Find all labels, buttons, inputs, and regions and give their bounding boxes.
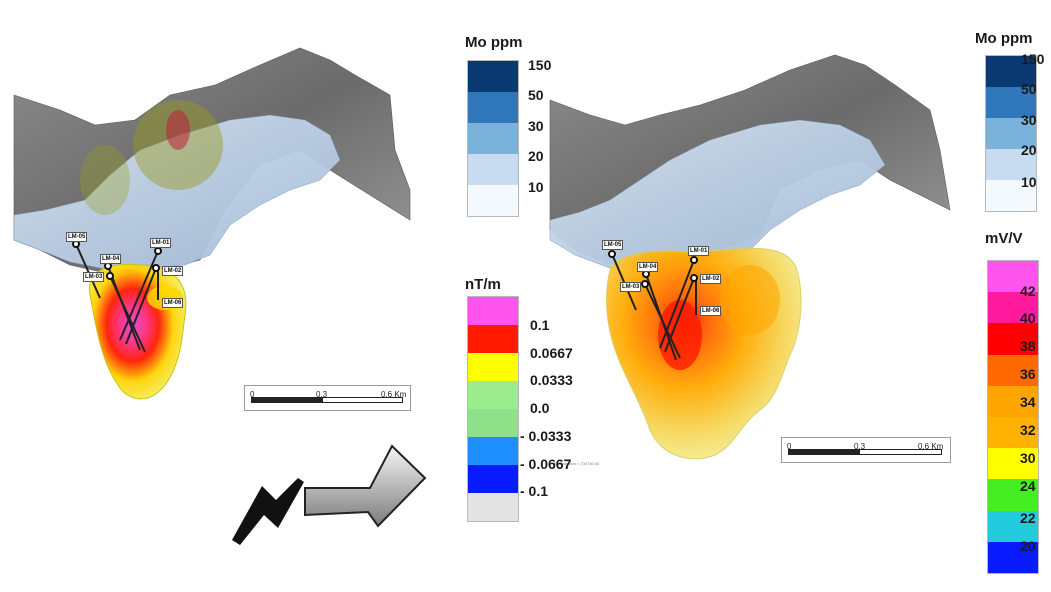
legend-ip-label: 36 [1020, 366, 1036, 382]
legend-mo-left-label: 150 [528, 57, 552, 73]
right-ip-lobe [720, 265, 780, 335]
legend-ip-label: 34 [1020, 394, 1036, 410]
left-terrain-ice [13, 114, 341, 271]
legend-swatch [988, 292, 1038, 324]
drillhole-label: LM-06 [700, 306, 722, 316]
drillhole-label: LM-04 [637, 262, 659, 272]
legend-mo-left-label: 20 [528, 148, 544, 164]
legend-swatch [468, 381, 518, 409]
right-ip-core [658, 300, 702, 370]
scale-line [251, 397, 403, 403]
legend-swatch [986, 180, 1036, 211]
legend-swatch [468, 325, 518, 353]
legend-ip-title: mV/V [985, 230, 1023, 247]
legend-ip-label: 32 [1020, 422, 1036, 438]
legend-mo-right-title: Mo ppm [975, 30, 1033, 47]
legend-swatch [986, 87, 1036, 118]
legend-swatch [468, 61, 518, 92]
drillhole-label: LM-05 [66, 232, 88, 242]
legend-mag-label: 0.1 [530, 317, 550, 333]
scale-tick: 0.3 [316, 390, 328, 399]
legend-swatch [468, 493, 518, 521]
legend-swatch [988, 416, 1038, 449]
legend-swatch [468, 437, 518, 465]
drillhole-label: LM-02 [162, 266, 184, 276]
legend-ip-label: 38 [1020, 338, 1036, 354]
scale-tick: 0.6 Km [381, 390, 407, 399]
right-3d-model [549, 54, 951, 460]
drillhole-label: LM-03 [620, 282, 642, 292]
legend-swatch [986, 149, 1036, 180]
left-scale-bar: 0 0.3 0.6 Km [244, 385, 411, 411]
legend-ip-label: 20 [1020, 538, 1036, 554]
scale-tick: 0 [787, 442, 792, 451]
legend-swatch [468, 297, 518, 325]
left-drill-collars [72, 240, 162, 280]
legend-mo-right-label: 50 [1021, 81, 1037, 97]
left-3d-model [13, 47, 411, 400]
legend-swatch [468, 185, 518, 216]
legend-mo-right-label: 30 [1021, 112, 1037, 128]
left-drill-traces [75, 243, 159, 353]
legend-mo-left-label: 30 [528, 118, 544, 134]
legend-mo-right-label: 10 [1021, 174, 1037, 190]
legend-mo-left-label: 50 [528, 87, 544, 103]
legend-swatch [986, 56, 1036, 87]
legend-swatch [988, 354, 1038, 386]
legend-ip-label: 24 [1020, 478, 1036, 494]
right-drill-collars [608, 250, 698, 288]
legend-mo-right-label: 150 [1021, 51, 1045, 67]
drillhole-label: LM-05 [602, 240, 624, 250]
legend-mo-left-colorbar [467, 60, 519, 217]
scale-tick: 0.3 [854, 442, 866, 451]
legend-swatch [468, 465, 518, 493]
legend-ip-label: 30 [1020, 450, 1036, 466]
legend-ip-label: 22 [1020, 510, 1036, 526]
drillhole-label: LM-04 [100, 254, 122, 264]
legend-mag-title: nT/m [465, 276, 501, 293]
legend-swatch [988, 479, 1038, 511]
legend-mo-right-colorbar [985, 55, 1037, 212]
legend-mag-colorbar [467, 296, 519, 522]
legend-swatch [988, 510, 1038, 542]
legend-swatch [468, 154, 518, 185]
legend-swatch [468, 123, 518, 154]
left-mag-anomaly [88, 263, 187, 400]
legend-swatch [988, 448, 1038, 480]
left-surface-shell-2 [80, 145, 130, 215]
legend-mag-label: - 0.0667 [520, 456, 572, 472]
legend-ip-colorbar [987, 260, 1039, 574]
legend-swatch [468, 353, 518, 381]
scale-line [788, 449, 942, 455]
drillhole-label: LM-03 [83, 272, 105, 282]
legend-mag-label: - 0.1 [520, 483, 549, 499]
legend-swatch [988, 323, 1038, 355]
scale-tick: 0.6 Km [918, 442, 944, 451]
section-note: East section = 734730.00 [554, 461, 600, 466]
drillhole-label: LM-02 [700, 274, 722, 284]
legend-mag-label: 0.0 [530, 400, 550, 416]
legend-mag-label: 0.0667 [530, 345, 573, 361]
legend-swatch [468, 92, 518, 123]
legend-swatch [988, 385, 1038, 417]
legend-mo-left-label: 10 [528, 179, 544, 195]
drillhole-label: LM-01 [150, 238, 172, 248]
left-surface-core [166, 110, 190, 150]
right-scale-bar: 0 0.3 0.6 Km [781, 437, 951, 463]
legend-ip-label: 40 [1020, 310, 1036, 326]
legend-mo-right-label: 20 [1021, 142, 1037, 158]
legend-mag-label: - 0.0333 [520, 428, 572, 444]
drillhole-label: LM-06 [162, 298, 184, 308]
legend-mag-label: 0.0333 [530, 372, 573, 388]
legend-swatch [988, 261, 1038, 293]
legend-swatch [468, 409, 518, 437]
legend-swatch [988, 541, 1038, 573]
north-arrow-icon [232, 444, 427, 545]
legend-mo-left-title: Mo ppm [465, 34, 523, 51]
legend-swatch [986, 118, 1036, 149]
scale-tick: 0 [250, 390, 255, 399]
legend-ip-label: 42 [1020, 283, 1036, 299]
drillhole-label: LM-01 [688, 246, 710, 256]
